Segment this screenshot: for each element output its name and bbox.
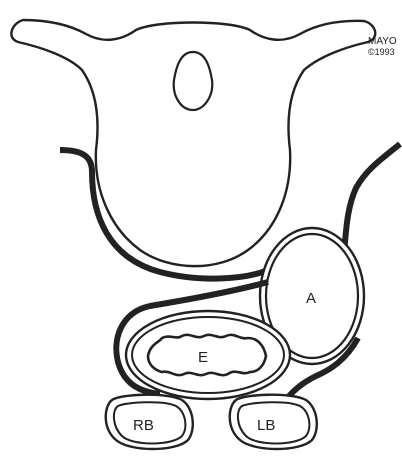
credit-line-1: MAYO [368, 36, 397, 47]
right-bronchus-label: RB [133, 417, 154, 434]
inner-lumen [174, 52, 213, 110]
credit-line-2: ©1993 [368, 47, 395, 57]
esophagus-label: E [198, 349, 208, 366]
left-bronchus-label: LB [257, 417, 275, 434]
aorta-label: A [306, 290, 316, 307]
